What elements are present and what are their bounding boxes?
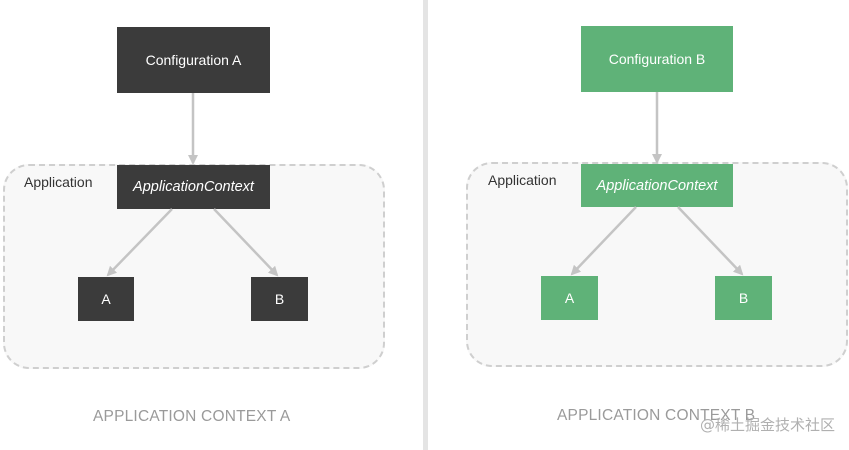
application-context-a-box: ApplicationContext xyxy=(117,165,270,209)
arrow-context-to-bean-b-right xyxy=(677,206,744,276)
caption-context-b: APPLICATION CONTEXT B xyxy=(557,407,756,424)
arrow-context-to-bean-a-right xyxy=(570,206,637,276)
application-label-a: Application xyxy=(24,174,93,190)
bean-b-box-right: B xyxy=(715,276,772,320)
caption-context-a: APPLICATION CONTEXT A xyxy=(93,408,291,425)
panel-divider xyxy=(423,0,428,450)
application-label-b: Application xyxy=(488,172,557,188)
bean-a-box-left: A xyxy=(78,277,134,321)
bean-a-box-right: A xyxy=(541,276,598,320)
watermark-text: @稀土掘金技术社区 xyxy=(699,416,835,434)
arrow-context-to-bean-a-left xyxy=(106,208,173,277)
arrow-context-to-bean-b-left xyxy=(213,208,279,277)
configuration-b-box: Configuration B xyxy=(581,26,733,92)
application-context-b-box: ApplicationContext xyxy=(581,164,733,207)
configuration-a-box: Configuration A xyxy=(117,27,270,93)
bean-b-box-left: B xyxy=(251,277,308,321)
